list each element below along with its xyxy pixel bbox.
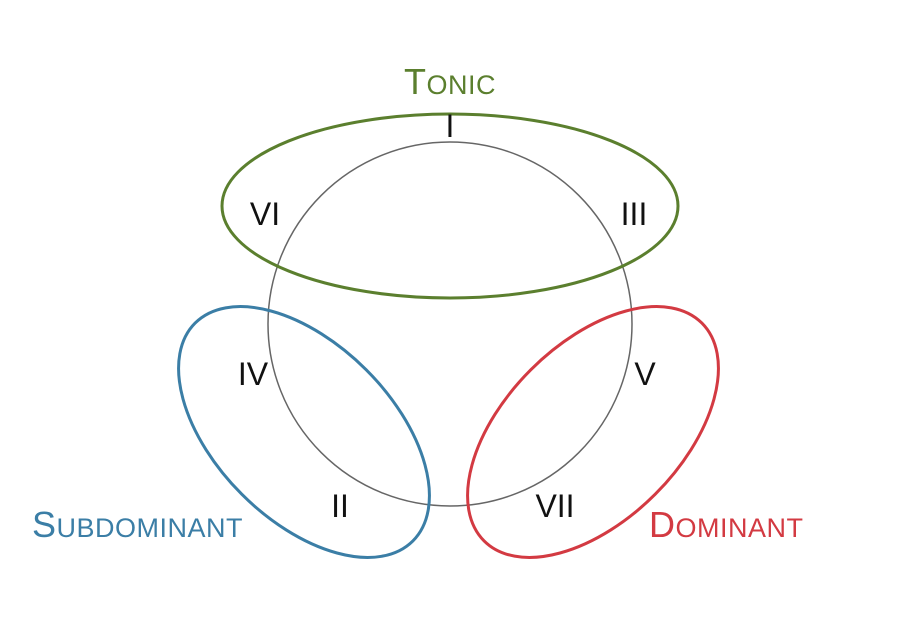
tonic-label-initial: T xyxy=(404,61,427,102)
numeral-v: V xyxy=(634,356,656,392)
subdominant-label-initial: S xyxy=(32,504,57,545)
numeral-i: I xyxy=(446,108,455,144)
numeral-iii: III xyxy=(621,196,648,232)
subdominant-ellipse xyxy=(177,305,431,559)
numeral-vii: VII xyxy=(535,488,574,524)
dominant-label-initial: D xyxy=(649,504,676,545)
chord-circle xyxy=(267,141,633,507)
numeral-ii: II xyxy=(331,488,349,524)
subdominant-label-rest: UBDOMINANT xyxy=(57,513,244,543)
tonic-ellipse xyxy=(220,112,680,300)
dominant-label: DOMINANT xyxy=(649,504,804,545)
dominant-label-rest: OMINANT xyxy=(676,513,804,543)
numeral-vi: VI xyxy=(250,196,280,232)
tonic-label-rest: ONIC xyxy=(427,70,497,100)
tonic-label: TONIC xyxy=(404,61,496,102)
subdominant-label: SUBDOMINANT xyxy=(32,504,243,545)
numeral-iv: IV xyxy=(238,356,269,392)
dominant-ellipse xyxy=(466,305,720,559)
